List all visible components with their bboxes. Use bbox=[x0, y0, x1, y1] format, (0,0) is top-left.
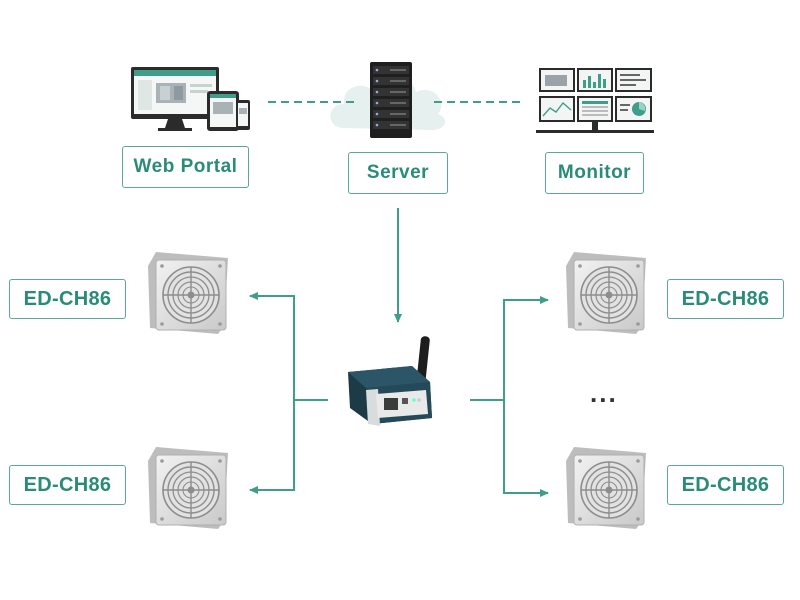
sensor-label-right-top: ED-CH86 bbox=[667, 279, 784, 319]
monitor-label: Monitor bbox=[545, 152, 644, 194]
web-portal-devices-icon bbox=[131, 67, 250, 131]
wireless-gateway-icon bbox=[348, 336, 432, 426]
sensor-label-right-bottom: ED-CH86 bbox=[667, 465, 784, 505]
fan-sensor-icon-left-bottom bbox=[147, 446, 229, 530]
sensor-label-left-top: ED-CH86 bbox=[9, 279, 126, 319]
server-label: Server bbox=[348, 152, 448, 194]
sensor-label-left-bottom: ED-CH86 bbox=[9, 465, 126, 505]
branch-right-bottom bbox=[503, 400, 549, 497]
branch-left-trunk bbox=[249, 292, 328, 401]
multi-monitor-dashboard-icon bbox=[536, 68, 654, 133]
branch-right-trunk bbox=[470, 296, 549, 401]
branch-left-bottom bbox=[249, 400, 295, 494]
server-cloud-icon bbox=[330, 62, 446, 138]
connectors bbox=[249, 101, 549, 497]
more-sensors-ellipsis: ... bbox=[590, 378, 618, 408]
fan-sensor-icon-right-top bbox=[565, 251, 647, 335]
web-portal-label: Web Portal bbox=[122, 146, 249, 188]
fan-sensor-icon-left-top bbox=[147, 251, 229, 335]
fan-sensor-icon-right-bottom bbox=[565, 446, 647, 530]
